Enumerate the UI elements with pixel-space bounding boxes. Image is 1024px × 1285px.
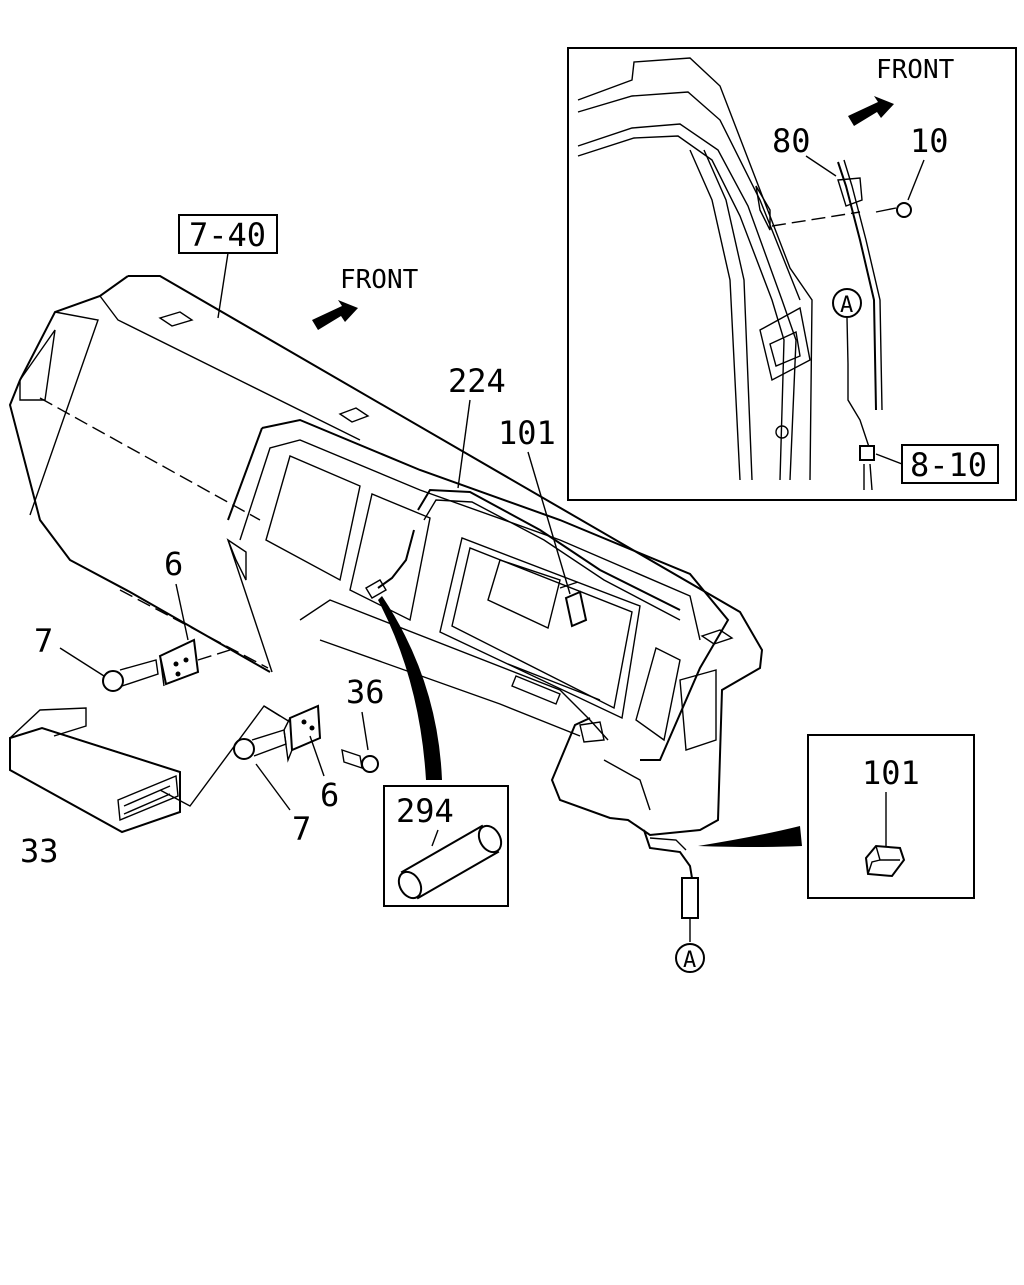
label-7-right: 7 xyxy=(292,810,311,848)
callout-101: 101 xyxy=(498,414,571,595)
label-33: 33 xyxy=(20,832,59,870)
front-label-main: FRONT xyxy=(340,265,419,295)
label-a-inset: A xyxy=(840,293,853,318)
detail-box-294: 294 xyxy=(383,785,509,907)
front-arrow-main: FRONT xyxy=(312,265,419,330)
label-101-detail: 101 xyxy=(862,754,920,792)
detail-box-101: 101 xyxy=(807,734,975,899)
label-7-left: 7 xyxy=(34,622,53,660)
callout-224: 224 xyxy=(448,362,506,489)
dashboard-panel xyxy=(8,275,764,919)
front-label-inset: FRONT xyxy=(876,55,955,85)
label-10: 10 xyxy=(910,122,949,160)
bracket-right: 6 7 36 xyxy=(233,673,385,848)
callout-7-40: 7-40 xyxy=(178,214,278,319)
marker-a-main: A xyxy=(675,918,705,973)
label-8-10: 8-10 xyxy=(910,446,987,484)
label-80: 80 xyxy=(772,122,811,160)
leader-294 xyxy=(378,596,442,780)
bracket-left: 6 7 xyxy=(34,545,231,692)
label-6-right: 6 xyxy=(320,776,339,814)
label-a-main: A xyxy=(683,948,696,973)
label-7-40: 7-40 xyxy=(189,216,266,254)
label-294: 294 xyxy=(396,792,454,830)
label-36: 36 xyxy=(346,673,385,711)
leader-101-detail xyxy=(698,826,802,847)
inset-panel: FRONT 80 10 A 8-10 xyxy=(567,47,1017,501)
label-224: 224 xyxy=(448,362,506,400)
label-101: 101 xyxy=(498,414,556,452)
label-6-left: 6 xyxy=(164,545,183,583)
tray-33: 33 xyxy=(9,705,281,870)
